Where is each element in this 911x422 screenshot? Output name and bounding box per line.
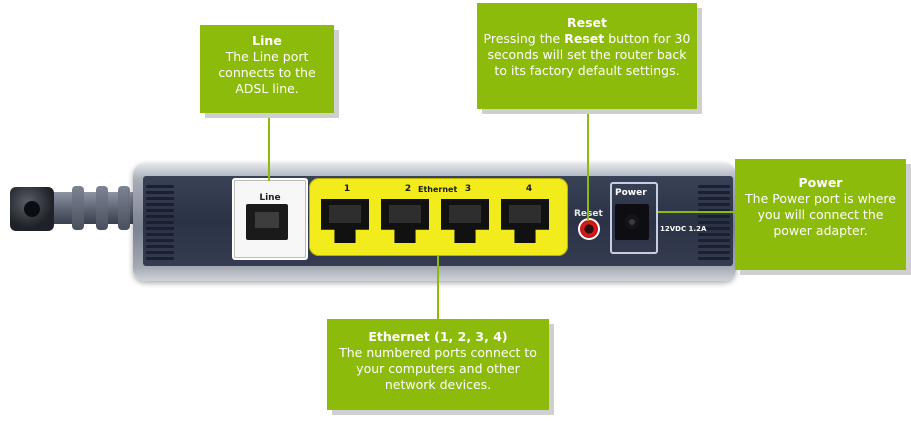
line-callout-title: Line xyxy=(252,33,282,48)
ethernet-callout-connector xyxy=(437,256,439,319)
line-callout: Line The Line port connects to the ADSL … xyxy=(200,25,334,113)
reset-callout-text-part: Pressing the xyxy=(483,31,565,46)
antenna-ring xyxy=(118,186,130,230)
antenna-ring xyxy=(96,186,108,230)
ethernet-label: Ethernet xyxy=(418,185,458,194)
reset-callout-text-part: button for 30 seconds will set the route… xyxy=(487,31,691,78)
antenna-cap xyxy=(10,187,54,231)
power-port-label: Power xyxy=(615,188,647,198)
reset-callout-text: Pressing the Reset button for 30 seconds… xyxy=(484,31,691,78)
ethernet-callout-text: The numbered ports connect to your compu… xyxy=(339,345,537,392)
power-port-jack[interactable] xyxy=(615,204,649,240)
vent-grille-left xyxy=(146,185,174,263)
line-port-label: Line xyxy=(259,193,281,203)
power-callout: Power The Power port is where you will c… xyxy=(735,159,906,270)
line-port-panel xyxy=(232,178,308,260)
vent-grille-right xyxy=(698,185,730,263)
power-callout-connector xyxy=(658,211,735,213)
reset-callout-text-bold: Reset xyxy=(564,31,605,46)
antenna-ring xyxy=(72,186,84,230)
power-callout-title: Power xyxy=(798,175,843,190)
line-callout-connector xyxy=(268,113,270,181)
line-callout-text: The Line port connects to the ADSL line. xyxy=(218,49,316,96)
ethernet-port-1[interactable] xyxy=(321,199,369,243)
ethernet-port-number-1: 1 xyxy=(343,184,351,194)
reset-callout-title: Reset xyxy=(567,15,607,30)
ethernet-port-number-4: 4 xyxy=(525,184,533,194)
reset-button[interactable] xyxy=(578,218,600,240)
reset-callout: Reset Pressing the Reset button for 30 s… xyxy=(477,3,697,109)
ethernet-port-number-3: 3 xyxy=(464,184,472,194)
line-port-jack[interactable] xyxy=(246,204,288,240)
power-port-panel xyxy=(610,182,658,254)
reset-callout-connector xyxy=(587,109,589,221)
ethernet-port-number-2: 2 xyxy=(404,184,412,194)
ethernet-callout: Ethernet (1, 2, 3, 4) The numbered ports… xyxy=(327,319,549,410)
voltage-rating-label: 12VDC 1.2A xyxy=(660,225,707,233)
power-callout-text: The Power port is where you will connect… xyxy=(745,191,896,238)
ethernet-callout-title: Ethernet (1, 2, 3, 4) xyxy=(368,329,508,344)
